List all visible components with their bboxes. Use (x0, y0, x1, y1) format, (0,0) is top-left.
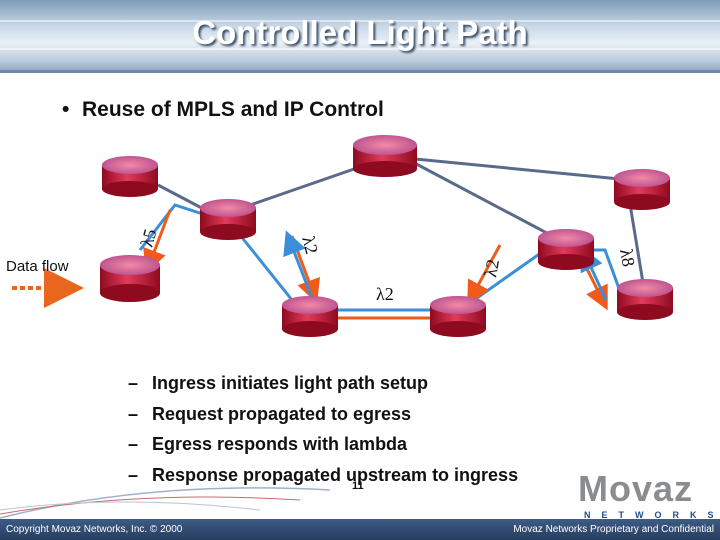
path-segment (226, 219, 627, 312)
router-node (282, 296, 338, 337)
router-node (102, 156, 158, 197)
step-text: Egress responds with lambda (152, 434, 408, 454)
lambda-arrow (467, 244, 502, 306)
step-dash: – (128, 434, 139, 454)
router-node (200, 199, 256, 240)
step-list: –Ingress initiates light path setup –Req… (128, 368, 518, 490)
lambda-label-l2-right: λ2 (480, 258, 503, 279)
egress-router-node (617, 279, 673, 320)
slide-title: Controlled Light Path (192, 14, 528, 51)
footer-bar (0, 519, 720, 540)
link (404, 156, 631, 182)
step-text: Response propagated upstream to ingress (152, 464, 519, 485)
step-item: –Response propagated upstream to ingress (128, 460, 518, 491)
step-dash: – (128, 464, 139, 485)
copyright-text: Copyright Movaz Networks, Inc. © 2000 (6, 524, 183, 535)
logo-subtext: NETWORKS (584, 510, 720, 520)
lambda-label-l2-mid: λ2 (376, 284, 394, 304)
lambda-label-l2-left: λ2 (298, 234, 322, 256)
logo-wordmark: Movaz (578, 468, 694, 509)
company-logo: Movaz NETWORKS (578, 468, 720, 520)
ingress-router-node (100, 255, 160, 302)
step-text: Request propagated to egress (152, 403, 412, 424)
router-node (430, 296, 486, 337)
data-flow-label: Data flow (6, 258, 69, 275)
step-dash: – (128, 373, 139, 393)
page-number: 11 (352, 480, 364, 492)
title-bar (0, 0, 720, 72)
title-streak (0, 48, 720, 50)
step-item: –Egress responds with lambda (128, 429, 518, 460)
lambda-label-l5: λ5 (137, 227, 161, 249)
bullet-dot: • (62, 98, 70, 121)
lambda-arrow (283, 230, 314, 299)
router-node (353, 135, 417, 177)
lambda-label-l8: λ8 (616, 247, 639, 268)
step-item: –Ingress initiates light path setup (128, 368, 518, 399)
step-dash: – (128, 403, 139, 424)
router-node (538, 229, 594, 270)
confidential-text: Movaz Networks Proprietary and Confident… (513, 524, 714, 535)
title-underline (0, 70, 720, 73)
decorative-swoosh (0, 487, 331, 519)
step-item: –Request propagated to egress (128, 399, 518, 430)
bullet-text: Reuse of MPLS and IP Control (82, 98, 384, 121)
link (404, 156, 561, 242)
step-text: Ingress initiates light path setup (152, 373, 429, 393)
bullet-item: • Reuse of MPLS and IP Control (62, 98, 384, 122)
title-streak (0, 20, 720, 22)
router-node (614, 169, 670, 210)
